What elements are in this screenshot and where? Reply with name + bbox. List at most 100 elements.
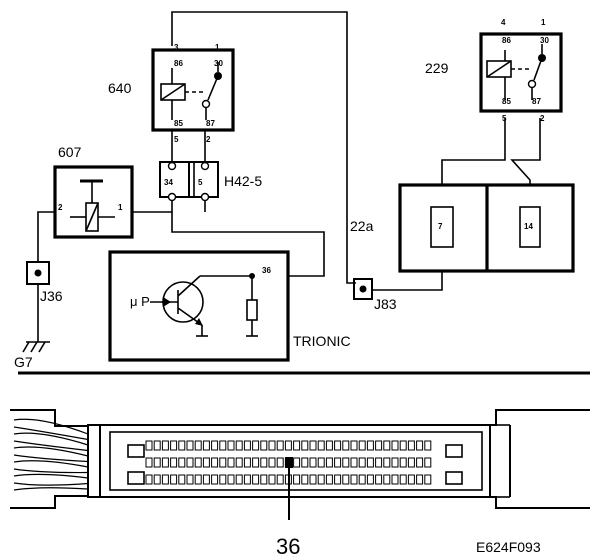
trionic-label: TRIONIC [293, 333, 351, 349]
ecu-pin [268, 474, 276, 485]
relay-229-pin-87: 87 [532, 97, 541, 106]
ecu-pin [334, 474, 342, 485]
ecu-wire [13, 460, 89, 468]
ecu-wire [13, 487, 89, 491]
ecu-pin [252, 457, 260, 468]
ecu-pin [227, 440, 235, 451]
ecu-pin [375, 474, 383, 485]
relay-229-pin-85: 85 [502, 97, 511, 106]
junction-j36 [26, 261, 50, 285]
ecu-pin [334, 440, 342, 451]
ecu-pin [227, 474, 235, 485]
ecu-wire [13, 418, 89, 435]
ecu-pin-36-label: 36 [276, 534, 300, 559]
relay-640-num-2: 2 [206, 135, 211, 144]
ecu-pin [243, 440, 251, 451]
ecu-pin [391, 457, 399, 468]
ecu-pin [276, 457, 284, 468]
ecu-pin [161, 440, 169, 451]
junction-j83 [353, 278, 373, 300]
ecu-pin [202, 457, 210, 468]
ecu-pin [317, 440, 325, 451]
ecu-pin [260, 440, 268, 451]
ecu-pin [399, 457, 407, 468]
ecu-pin [235, 457, 243, 468]
ecu-wire [13, 454, 89, 463]
ecu-pin [366, 457, 374, 468]
ecu-pin [153, 457, 161, 468]
ecu-pin [252, 440, 260, 451]
ecu-wire-bundle [13, 418, 89, 491]
ecu-pin [350, 440, 358, 451]
relay-640-pin-86: 86 [174, 59, 183, 68]
relay-229-num-4: 4 [501, 18, 506, 27]
ecu-pin [309, 457, 317, 468]
trionic-ecu [108, 250, 290, 362]
relay-229-num-5: 5 [502, 114, 507, 123]
wire-22a-label: 22a [350, 218, 374, 234]
ecu-pin [170, 440, 178, 451]
ecu-pin [309, 440, 317, 451]
ecu-pin [268, 457, 276, 468]
ecu-pin [407, 474, 415, 485]
ecu-wire [13, 468, 89, 474]
ecu-pin [170, 474, 178, 485]
ecu-pin [161, 474, 169, 485]
figure-code: E624F093 [476, 539, 541, 555]
ecu-pin [252, 474, 260, 485]
ecu-wire [13, 426, 89, 441]
ecu-pin [145, 440, 153, 451]
trionic-mu-p: μ P [130, 294, 150, 309]
ecu-pin [342, 474, 350, 485]
ecu-pin [178, 474, 186, 485]
ecu-pin [325, 440, 333, 451]
ecu-pin [284, 440, 292, 451]
ecu-pin [243, 474, 251, 485]
ecu-pin [219, 440, 227, 451]
ecu-key-block [127, 444, 145, 458]
ecu-pin [325, 457, 333, 468]
junction-j83-label: J83 [374, 296, 397, 312]
ecu-pin [186, 457, 194, 468]
component-607-pin-2: 2 [58, 203, 63, 212]
ecu-pin [219, 474, 227, 485]
ecu-pin [243, 457, 251, 468]
ecu-pin [145, 457, 153, 468]
ecu-wire [13, 432, 89, 446]
trionic-pin-36: 36 [262, 266, 271, 275]
ecu-pin [153, 440, 161, 451]
ecu-pin [391, 440, 399, 451]
ecu-pin [399, 440, 407, 451]
ecu-pin [375, 457, 383, 468]
component-607-label: 607 [58, 144, 82, 160]
ecu-pin [186, 440, 194, 451]
ecu-pin [383, 474, 391, 485]
relay-640-num-5: 5 [174, 135, 179, 144]
ecu-pin [407, 457, 415, 468]
ecu-pin [424, 440, 432, 451]
ecu-pin [407, 440, 415, 451]
component-607-pin-1: 1 [118, 203, 123, 212]
ecu-pin [186, 474, 194, 485]
ecu-pin [178, 457, 186, 468]
ecu-pin [301, 474, 309, 485]
ecu-pin [194, 440, 202, 451]
ecu-pin [317, 474, 325, 485]
relay-640-pin-87: 87 [206, 119, 215, 128]
ecu-pin [416, 457, 424, 468]
ecu-pin [211, 457, 219, 468]
ecu-pin [358, 474, 366, 485]
ecu-pin [383, 457, 391, 468]
ecu-pin [358, 440, 366, 451]
ecu-pin [309, 474, 317, 485]
ecu-pin [235, 440, 243, 451]
h42-label: H42-5 [224, 173, 262, 189]
ecu-pin [375, 440, 383, 451]
ecu-wire [13, 473, 89, 479]
ecu-pin [219, 457, 227, 468]
relay-640-num-1: 1 [215, 43, 220, 52]
ecu-pin [358, 457, 366, 468]
relay-229-pin-86: 86 [502, 36, 511, 45]
ecu-pin [301, 440, 309, 451]
relay-640 [151, 48, 235, 132]
